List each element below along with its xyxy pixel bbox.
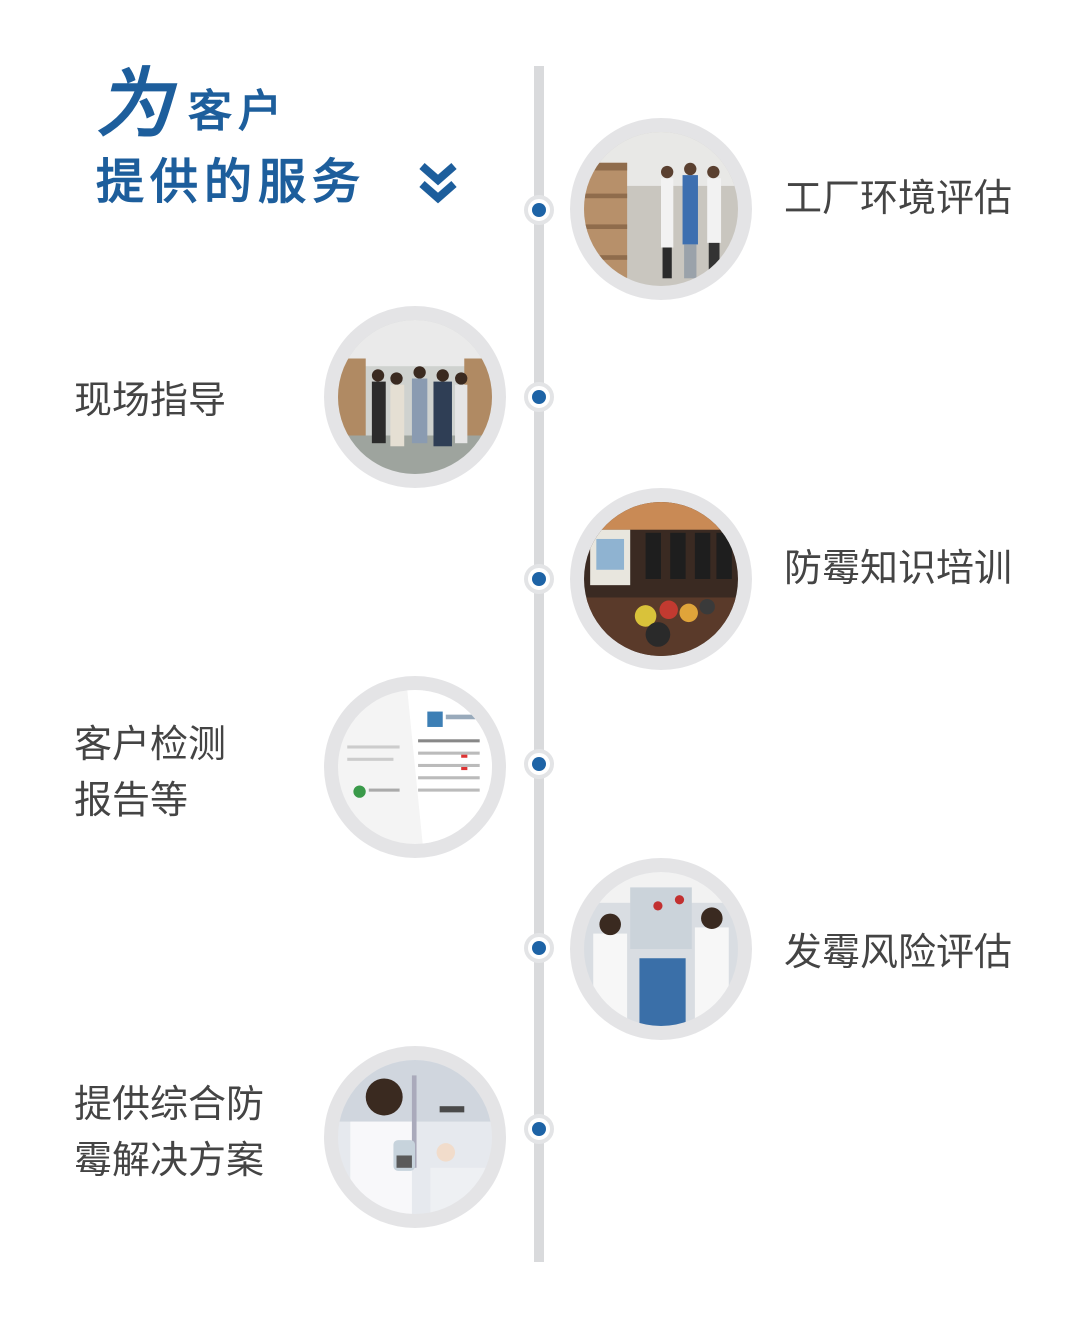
page-title-small: 客户 — [188, 86, 288, 137]
page-title-big: 为 — [96, 59, 172, 148]
service-label-test-report-line2: 报告等 — [74, 778, 189, 822]
timeline-dot — [524, 1114, 554, 1144]
timeline-dot — [524, 382, 554, 412]
service-photo-frame — [570, 488, 752, 670]
service-label-mold-risk-assessment: 发霉风险评估 — [784, 930, 1013, 974]
double-chevron-down-icon — [419, 162, 457, 204]
timeline-dot — [524, 749, 554, 779]
service-photo-frame — [324, 306, 506, 488]
timeline-dot — [524, 564, 554, 594]
service-label-solution-line2: 霉解决方案 — [74, 1138, 265, 1182]
factory-warehouse-photo — [584, 132, 738, 286]
service-label-mold-training: 防霉知识培训 — [784, 546, 1013, 590]
laboratory-photo — [584, 872, 738, 1026]
service-label-factory-assessment: 工厂环境评估 — [784, 176, 1013, 220]
test-report-photo — [338, 690, 492, 844]
service-photo-frame — [324, 676, 506, 858]
service-photo-frame — [324, 1046, 506, 1228]
timeline-dot — [524, 933, 554, 963]
timeline-line — [534, 66, 544, 1262]
training-room-photo — [584, 502, 738, 656]
onsite-guidance-photo — [338, 320, 492, 474]
page-title-line2: 提供的服务 — [96, 154, 367, 210]
service-photo-frame — [570, 118, 752, 300]
lab-sample-photo — [338, 1060, 492, 1214]
service-label-solution-line1: 提供综合防 — [74, 1082, 265, 1126]
service-label-test-report-line1: 客户检测 — [74, 722, 227, 766]
service-label-onsite-guidance: 现场指导 — [74, 378, 227, 422]
service-photo-frame — [570, 858, 752, 1040]
timeline-dot — [524, 195, 554, 225]
